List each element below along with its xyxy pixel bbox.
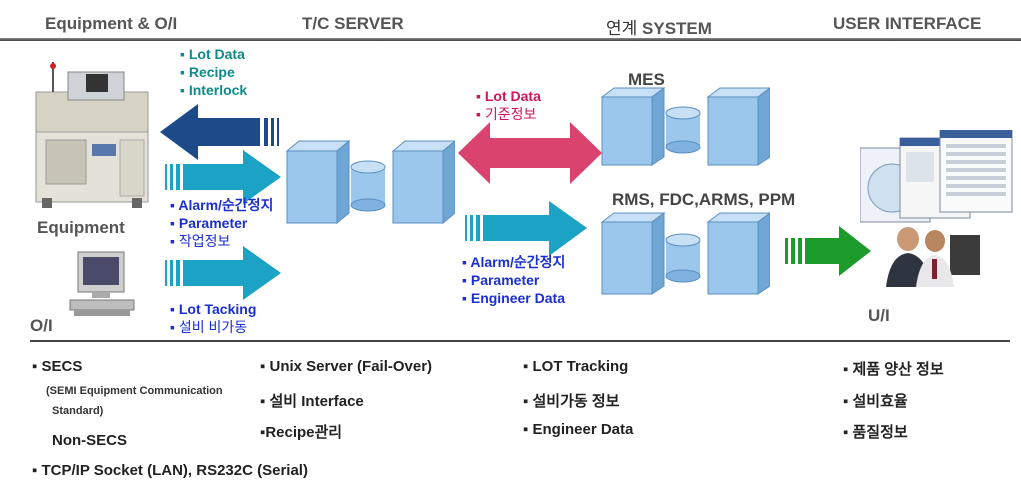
list-item: ▪ Alarm/순간정지	[462, 254, 566, 270]
list-item: ▪ LOT Tracking	[523, 358, 629, 375]
mes-double-arrow	[458, 122, 602, 184]
database-icon	[665, 106, 701, 154]
server-icon	[600, 212, 666, 295]
database-icon	[665, 233, 701, 283]
secs-note-line1: (SEMI Equipment Communication	[46, 385, 223, 397]
list-item: ▪ 설비 Interface	[260, 393, 364, 410]
arrow-alarm-to-server	[165, 150, 281, 204]
oi-output-list: ▪ Lot Tacking ▪ 설비 비가동	[170, 300, 256, 336]
header-divider	[0, 38, 1021, 41]
server-icon	[391, 140, 455, 225]
list-item: ▪ Recipe	[180, 64, 235, 80]
mes-exchange-list: ▪ Lot Data ▪ 기준정보	[476, 87, 541, 123]
list-item: ▪ 기준정보	[476, 106, 537, 122]
server-icon	[600, 87, 666, 166]
list-item: ▪ Lot Tacking	[170, 301, 257, 317]
list-item: ▪ Parameter	[170, 215, 248, 231]
mes-label: MES	[628, 70, 665, 89]
list-item: ▪ 설비 비가동	[170, 319, 248, 335]
list-item: ▪ Lot Data	[180, 46, 245, 62]
rms-server-group	[600, 212, 770, 295]
oi-terminal-icon	[69, 251, 135, 316]
list-item: ▪ 설비효율	[843, 393, 908, 410]
bottom-divider	[30, 340, 1010, 342]
list-item: ▪ Interlock	[180, 82, 248, 98]
equipment-input-list: ▪ Lot Data ▪ Recipe ▪ Interlock	[180, 45, 247, 99]
mes-server-group	[600, 87, 770, 166]
rms-input-list: ▪ Alarm/순간정지 ▪ Parameter ▪ Engineer Data	[462, 253, 565, 307]
database-icon	[350, 160, 386, 212]
header-system-prefix: 연계	[606, 19, 638, 38]
ui-label: U/I	[868, 306, 890, 325]
ui-screens-icon	[860, 130, 1013, 223]
secs-note-line2: Standard)	[52, 405, 104, 417]
list-item: ▪ 설비가동 정보	[523, 393, 620, 410]
header-system-label: SYSTEM	[642, 19, 712, 38]
list-item: ▪ 제품 양산 정보	[843, 361, 944, 378]
equipment-label: Equipment	[37, 218, 125, 237]
list-item: ▪Recipe관리	[260, 424, 343, 441]
equipment-machine-icon	[35, 62, 149, 208]
list-item: ▪ Engineer Data	[523, 421, 634, 438]
list-item: ▪ Engineer Data	[462, 290, 565, 306]
oi-label: O/I	[30, 316, 53, 335]
tcp-item: ▪ TCP/IP Socket (LAN), RS232C (Serial)	[32, 462, 308, 479]
tc-server-group	[285, 139, 455, 225]
list-item: ▪ 품질정보	[843, 424, 908, 441]
list-item: ▪ 작업정보	[170, 233, 231, 249]
non-secs-item: Non-SECS	[52, 432, 127, 449]
header-equipment-oi: Equipment & O/I	[45, 14, 178, 33]
header-user-interface: USER INTERFACE	[833, 14, 982, 33]
server-icon	[706, 87, 770, 166]
header-tc-server: T/C SERVER	[302, 14, 404, 33]
arrow-lot-to-server	[165, 246, 281, 300]
list-item: ▪ Lot Data	[476, 88, 541, 104]
users-photo-icon	[886, 227, 980, 287]
arrow-to-ui	[785, 226, 871, 276]
list-item: ▪ Parameter	[462, 272, 540, 288]
equipment-output-list: ▪ Alarm/순간정지 ▪ Parameter ▪ 작업정보	[170, 196, 273, 250]
header-system: 연계 SYSTEM	[606, 14, 712, 39]
arrow-to-equipment	[160, 104, 279, 160]
list-item: ▪ Alarm/순간정지	[170, 197, 274, 213]
arrow-to-rms	[465, 201, 587, 256]
server-icon	[285, 139, 351, 225]
secs-item: ▪ SECS	[32, 358, 83, 375]
list-item: ▪ Unix Server (Fail-Over)	[260, 358, 433, 375]
rms-label: RMS, FDC,ARMS, PPM	[612, 190, 796, 209]
server-icon	[706, 212, 770, 295]
